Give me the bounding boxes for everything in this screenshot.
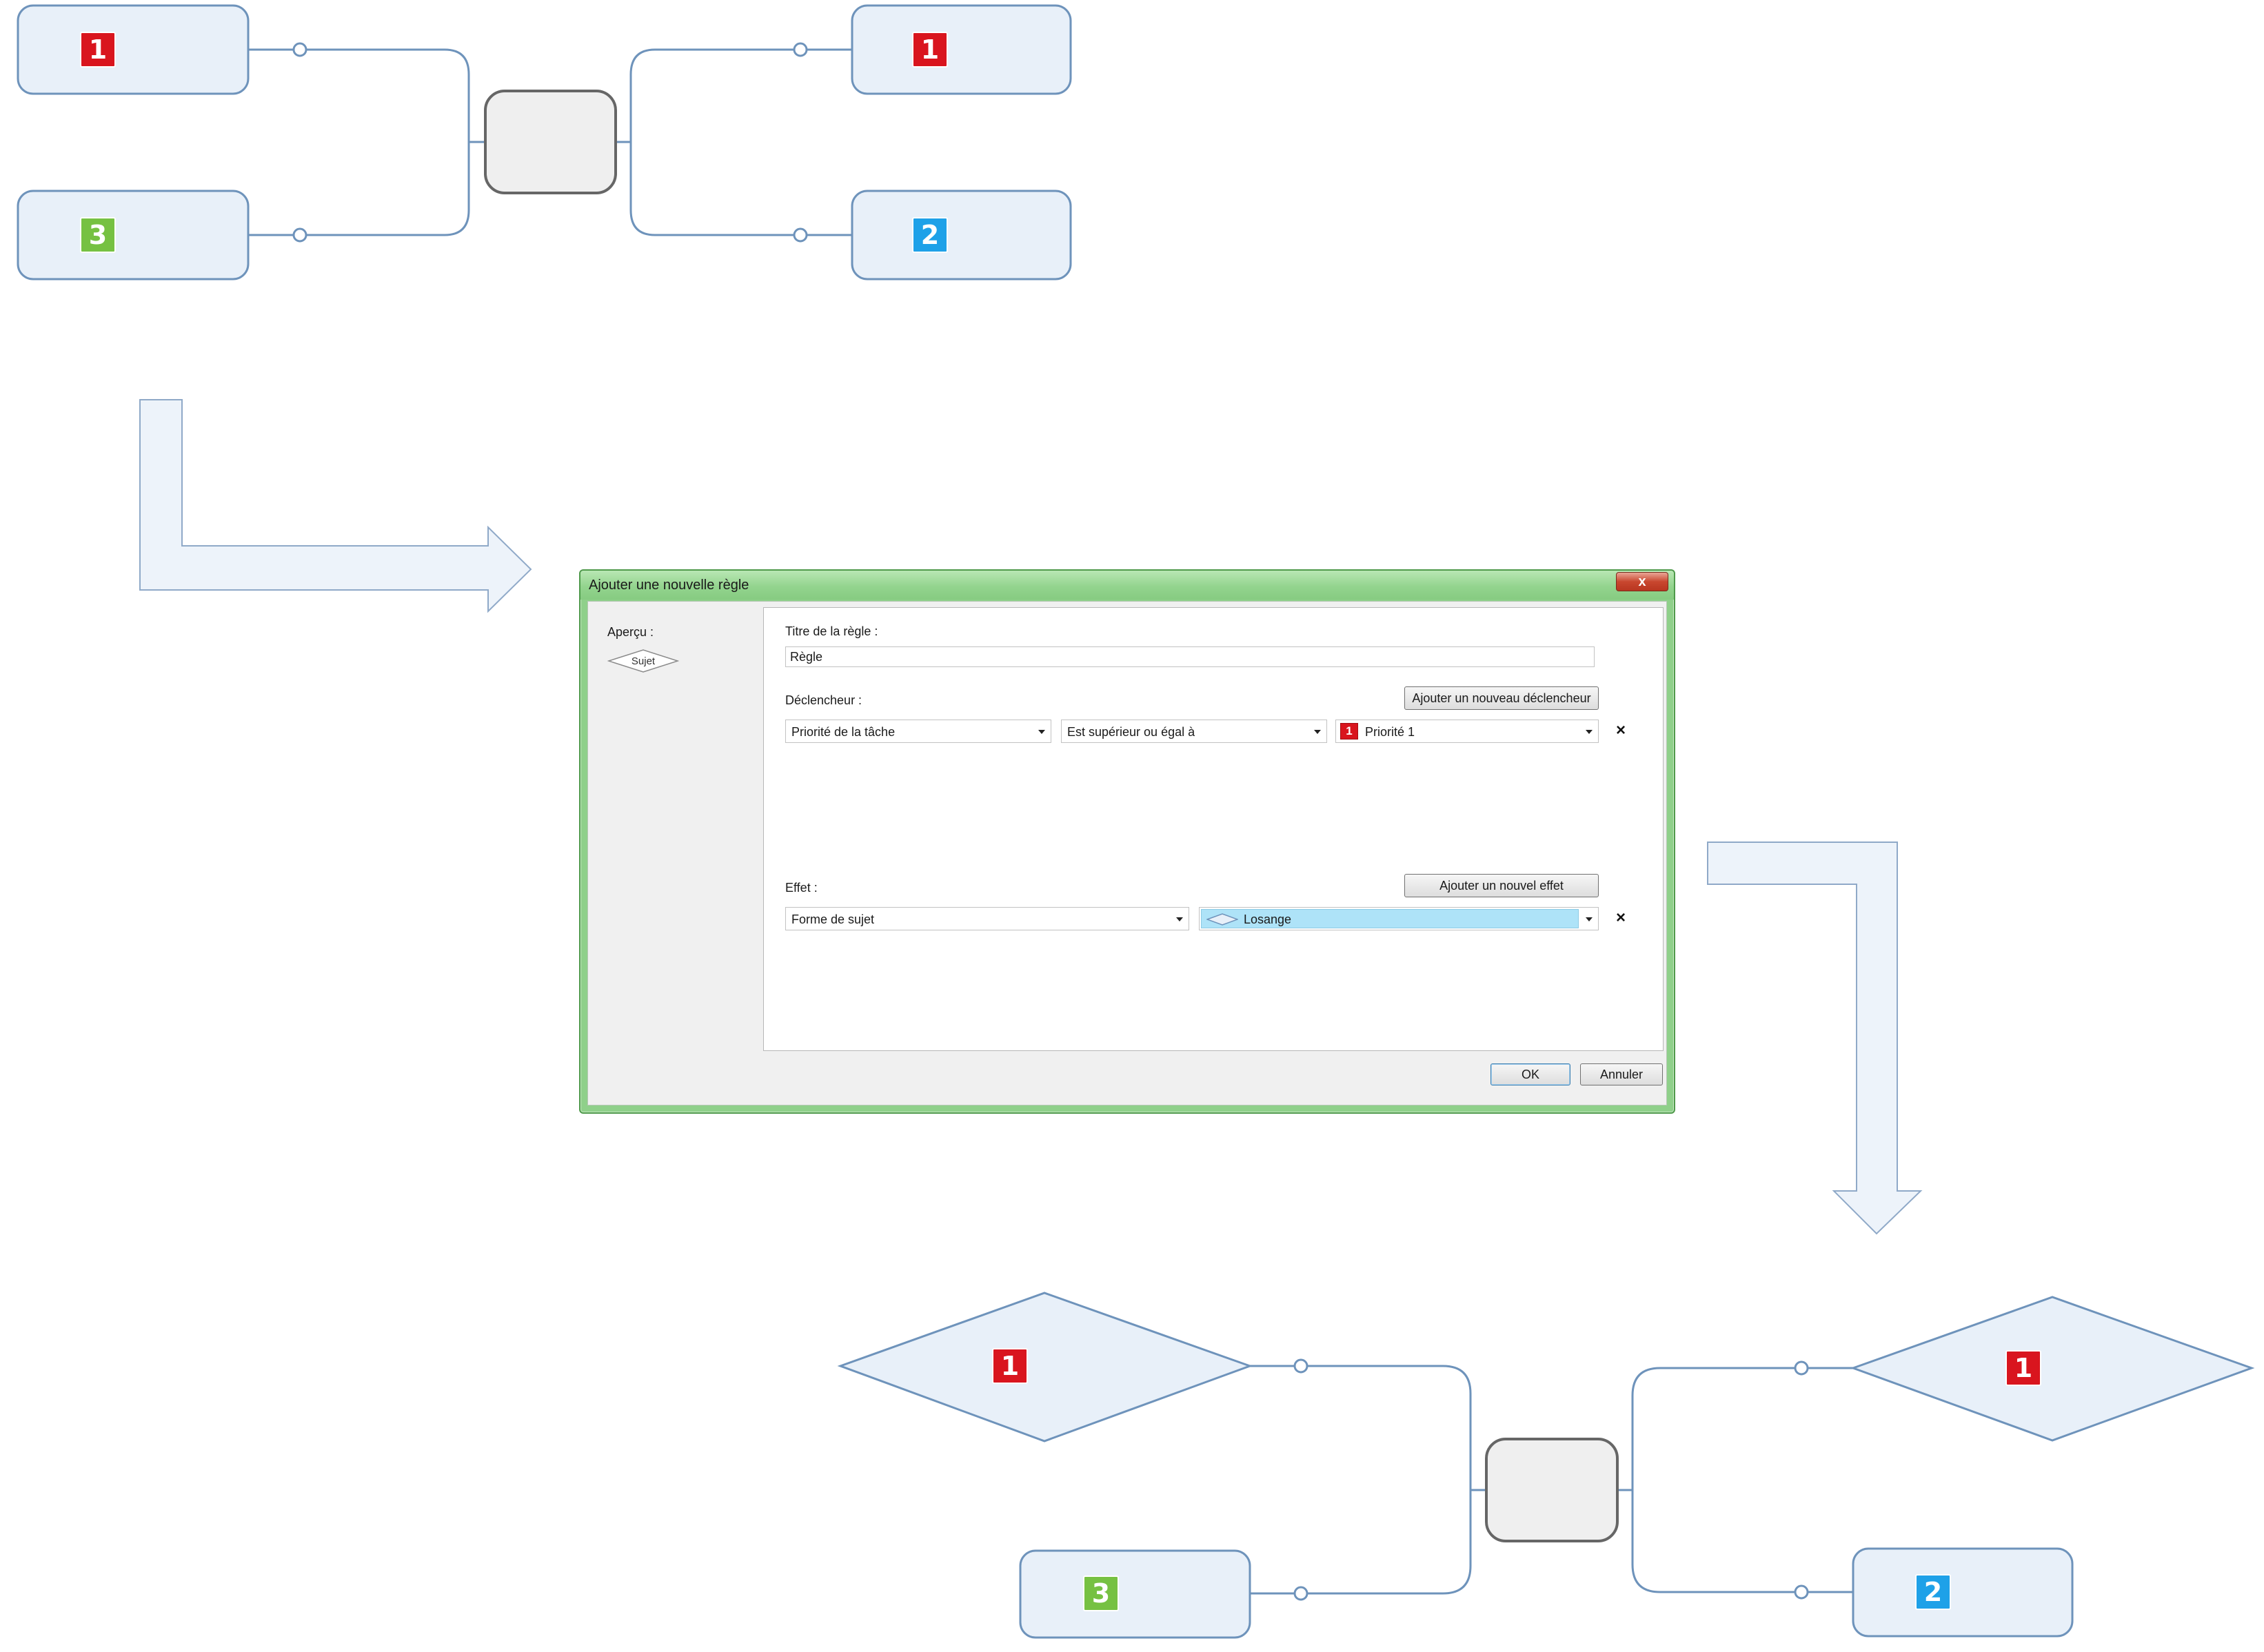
- topic-node-diamond[interactable]: [1850, 1296, 2255, 1442]
- connector: [1250, 1490, 1472, 1595]
- remove-trigger-icon[interactable]: ×: [1616, 721, 1626, 740]
- priority-1-icon: 1: [992, 1348, 1028, 1384]
- priority-1-icon: 1: [2005, 1350, 2041, 1386]
- effect-value-select[interactable]: Losange: [1199, 907, 1599, 930]
- priority-badge-bg: [992, 1348, 1028, 1384]
- effect-value: Losange: [1244, 912, 1292, 926]
- priority-badge-label: 3: [89, 220, 107, 250]
- trigger-field-value: Priorité de la tâche: [791, 725, 896, 739]
- preview-shape-text: Sujet: [631, 655, 656, 667]
- priority-1-icon: 1: [1340, 723, 1358, 740]
- trigger-operator-select[interactable]: Est supérieur ou égal à: [1061, 720, 1327, 743]
- trigger-value: Priorité 1: [1365, 725, 1415, 739]
- connector-knob[interactable]: [1293, 1586, 1308, 1601]
- connector-knob[interactable]: [793, 227, 808, 243]
- chevron-down-icon: [1314, 730, 1321, 734]
- add-effect-button[interactable]: Ajouter un nouvel effet: [1404, 874, 1599, 897]
- trigger-operator-value: Est supérieur ou égal à: [1067, 725, 1195, 739]
- connector: [1631, 1490, 1853, 1593]
- priority-3-icon: 3: [1083, 1575, 1119, 1611]
- connector: [248, 48, 470, 142]
- topic-node[interactable]: [17, 190, 250, 281]
- topic-node[interactable]: [1019, 1549, 1251, 1639]
- topic-node-diamond[interactable]: [837, 1292, 1253, 1442]
- dialog-title: Ajouter une nouvelle règle: [589, 578, 749, 593]
- priority-3-icon: 3: [80, 217, 116, 253]
- connector-knob[interactable]: [1794, 1584, 1809, 1600]
- priority-badge-bg: [80, 217, 116, 253]
- trigger-label: Déclencheur :: [785, 693, 862, 707]
- connector: [1631, 1367, 1853, 1490]
- connector: [629, 142, 852, 236]
- connector-knob[interactable]: [1293, 1358, 1308, 1374]
- add-rule-dialog: Ajouter une nouvelle règle x Aperçu : Su…: [579, 569, 1675, 1114]
- priority-badge-bg: [80, 32, 116, 68]
- cancel-button[interactable]: Annuler: [1580, 1063, 1663, 1085]
- priority-1-icon: 1: [80, 32, 116, 68]
- priority-2-icon: 2: [1915, 1574, 1951, 1610]
- preview-diamond-icon: [607, 649, 679, 673]
- close-icon: x: [1638, 574, 1646, 589]
- priority-badge-bg: [912, 217, 948, 253]
- priority-badge-bg: [2005, 1350, 2041, 1386]
- priority-badge-label: 2: [921, 220, 939, 250]
- priority-1-icon: 1: [912, 32, 948, 68]
- trigger-value-select[interactable]: 1 Priorité 1: [1335, 720, 1599, 743]
- priority-badge-label: 3: [1092, 1578, 1110, 1609]
- priority-badge-label: 1: [1001, 1351, 1019, 1381]
- preview-label: Aperçu :: [607, 625, 654, 639]
- priority-2-icon: 2: [912, 217, 948, 253]
- close-button[interactable]: x: [1616, 572, 1668, 591]
- chevron-down-icon: [1038, 730, 1045, 734]
- ok-button[interactable]: OK: [1490, 1063, 1570, 1085]
- connector-knob[interactable]: [1794, 1360, 1809, 1376]
- diamond-shape-icon: [1206, 913, 1238, 926]
- priority-badge-bg: [1915, 1574, 1951, 1610]
- connector-knob[interactable]: [292, 227, 307, 243]
- chevron-down-icon: [1586, 917, 1593, 921]
- central-topic[interactable]: [484, 90, 617, 194]
- effect-label: Effet :: [785, 881, 818, 895]
- rule-title-label: Titre de la règle :: [785, 624, 878, 638]
- flow-arrow-to-dialog: [139, 399, 532, 613]
- chevron-down-icon: [1176, 917, 1183, 921]
- priority-badge-label: 1: [2014, 1353, 2032, 1383]
- dialog-titlebar[interactable]: Ajouter une nouvelle règle x: [580, 571, 1674, 600]
- trigger-field-select[interactable]: Priorité de la tâche: [785, 720, 1051, 743]
- topic-node[interactable]: [851, 4, 1072, 95]
- topic-node[interactable]: [1852, 1547, 2074, 1638]
- mind-map-before: [17, 4, 1072, 281]
- connector: [248, 142, 470, 236]
- effect-property-select[interactable]: Forme de sujet: [785, 907, 1189, 930]
- remove-effect-icon[interactable]: ×: [1616, 908, 1626, 927]
- add-trigger-button[interactable]: Ajouter un nouveau déclencheur: [1404, 686, 1599, 710]
- effect-property-value: Forme de sujet: [791, 912, 875, 926]
- connector-knob[interactable]: [292, 42, 307, 57]
- connector: [1250, 1365, 1472, 1490]
- priority-badge-label: 1: [921, 34, 939, 65]
- topic-node[interactable]: [851, 190, 1072, 281]
- priority-badge-label: 2: [1924, 1577, 1942, 1607]
- priority-badge-label: 1: [89, 34, 107, 65]
- rule-title-input[interactable]: [785, 646, 1595, 667]
- rule-settings-panel: Titre de la règle : Déclencheur : Ajoute…: [763, 607, 1664, 1051]
- priority-badge-bg: [912, 32, 948, 68]
- topic-node[interactable]: [17, 4, 250, 95]
- connector: [629, 48, 852, 142]
- priority-badge-bg: [1083, 1575, 1119, 1611]
- connector-knob[interactable]: [793, 42, 808, 57]
- selected-highlight: [1201, 909, 1579, 928]
- chevron-down-icon: [1586, 730, 1593, 734]
- mind-map-after: [837, 1292, 2255, 1639]
- dialog-client-area: Aperçu : Sujet Titre de la règle : Décle…: [587, 601, 1667, 1105]
- flow-arrow-to-result: [1707, 842, 1923, 1235]
- priority-badges: 1 3 1 2 1 3 1 2: [80, 32, 2041, 1611]
- central-topic[interactable]: [1485, 1438, 1619, 1542]
